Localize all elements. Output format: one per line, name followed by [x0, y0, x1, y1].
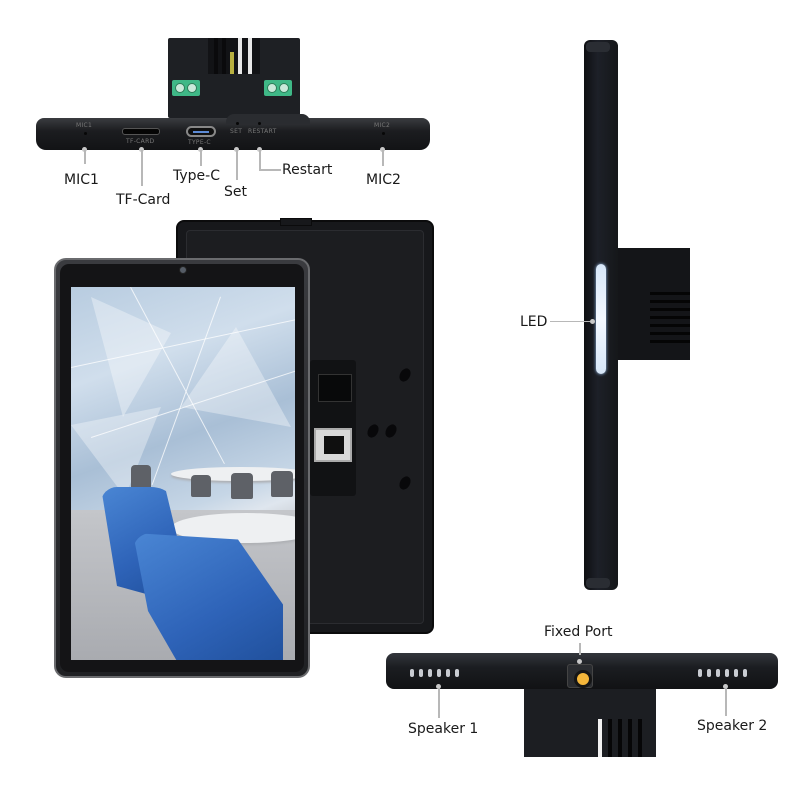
screw-icon	[279, 83, 289, 93]
speaker1-leader-line	[438, 688, 440, 718]
speaker2-grille-hole	[743, 669, 747, 677]
printed-mic2: MIC2	[374, 122, 391, 129]
speaker1-label: Speaker 1	[408, 721, 479, 737]
printed-restart: RESTART	[248, 128, 277, 135]
mic1-leader-line	[84, 150, 86, 164]
mic2-pointer-dot	[380, 147, 385, 152]
vent-fin	[618, 719, 622, 757]
grey-chair	[131, 465, 151, 489]
vent-fin	[638, 719, 642, 757]
type-c-leader-line	[200, 150, 202, 166]
speaker2-grille-hole	[698, 669, 702, 677]
restart-pointer-dot	[257, 147, 262, 152]
speaker2-pointer-dot	[723, 684, 728, 689]
printed-mic1: MIC1	[76, 122, 93, 129]
type-c-label: Type-C	[173, 168, 220, 184]
vent-slot	[650, 340, 690, 343]
vent-slot	[650, 316, 690, 319]
restart-leader-line-horizontal	[259, 169, 281, 171]
mic1-pointer-dot	[82, 147, 87, 152]
set-leader-line	[236, 150, 238, 180]
speaker1-grille-hole	[410, 669, 414, 677]
vent-slot	[230, 52, 234, 74]
vent-slot	[650, 308, 690, 311]
speaker2-label: Speaker 2	[697, 718, 768, 734]
button-hump	[226, 114, 310, 124]
grey-chair	[271, 471, 293, 497]
side-mount-box	[618, 248, 690, 360]
side-cap-top	[586, 42, 610, 52]
set-pointer-dot	[234, 147, 239, 152]
speaker2-grille-hole	[725, 669, 729, 677]
mic2-label: MIC2	[366, 172, 401, 188]
vent-slot	[248, 38, 252, 74]
power-connector-port	[318, 374, 352, 402]
grey-chair	[191, 475, 211, 497]
screw-icon	[267, 83, 277, 93]
speaker2-leader-line	[725, 688, 727, 716]
fixed-port-leader-line	[579, 643, 581, 655]
mic2-leader-line	[382, 150, 384, 166]
speaker2-grille-hole	[716, 669, 720, 677]
speaker1-pointer-dot	[436, 684, 441, 689]
printed-type-c: TYPE-C	[188, 139, 211, 146]
speaker1-grille-hole	[419, 669, 423, 677]
mic1-label: MIC1	[64, 172, 99, 188]
vent-fin	[608, 719, 612, 757]
tf-card-slot	[122, 128, 160, 135]
speaker2-grille-hole	[707, 669, 711, 677]
vent-slot	[650, 332, 690, 335]
speaker2-grille-hole	[734, 669, 738, 677]
vent-fin	[598, 719, 602, 757]
printed-tf-card: TF-CARD	[126, 138, 155, 145]
vent-slot	[650, 292, 690, 295]
vent-slot	[238, 38, 242, 74]
top-mount-vent-area	[208, 38, 260, 74]
speaker1-grille-hole	[446, 669, 450, 677]
screw-icon	[187, 83, 197, 93]
led-pointer-dot	[590, 319, 595, 324]
front-camera-icon	[179, 266, 187, 274]
tf-card-pointer-dot	[139, 147, 144, 152]
mic1-hole	[84, 132, 87, 135]
fixed-port-label: Fixed Port	[544, 624, 613, 640]
mic2-hole	[382, 132, 385, 135]
terminal-block-left	[172, 80, 200, 96]
speaker1-grille-hole	[455, 669, 459, 677]
type-c-port	[186, 126, 216, 137]
set-label: Set	[224, 184, 247, 200]
speaker1-grille-hole	[428, 669, 432, 677]
tablet-screen	[71, 287, 295, 660]
printed-set: SET	[230, 128, 243, 135]
type-c-pointer-dot	[198, 147, 203, 152]
fixed-port-screw-hole	[567, 664, 593, 688]
side-cap-bottom	[586, 578, 610, 588]
top-edge-body: MIC1 TF-CARD TYPE-C SET RESTART MIC2	[36, 114, 430, 150]
led-label: LED	[520, 314, 548, 330]
bottom-mount-box	[524, 689, 656, 757]
top-mount-box	[168, 38, 300, 118]
screw-icon	[175, 83, 185, 93]
speaker1-grille-hole	[437, 669, 441, 677]
restart-button-hole	[258, 122, 261, 125]
vent-slot	[222, 38, 226, 74]
led-leader-line	[550, 321, 590, 322]
fixed-port-pointer-dot	[577, 659, 582, 664]
vent-slot	[650, 300, 690, 303]
back-panel-notch	[280, 218, 312, 226]
wall-pattern-shape	[91, 297, 171, 417]
tf-card-leader-line	[141, 150, 143, 186]
set-button-hole	[236, 122, 239, 125]
terminal-block-right	[264, 80, 292, 96]
ethernet-rj45-port	[314, 428, 352, 462]
vent-fin	[628, 719, 632, 757]
vent-slot	[214, 38, 218, 74]
led-light-bar	[596, 264, 606, 374]
grey-chair	[231, 473, 253, 499]
restart-label: Restart	[282, 162, 333, 178]
restart-leader-line	[259, 150, 261, 170]
tf-card-label: TF-Card	[116, 192, 171, 208]
vent-slot	[650, 324, 690, 327]
